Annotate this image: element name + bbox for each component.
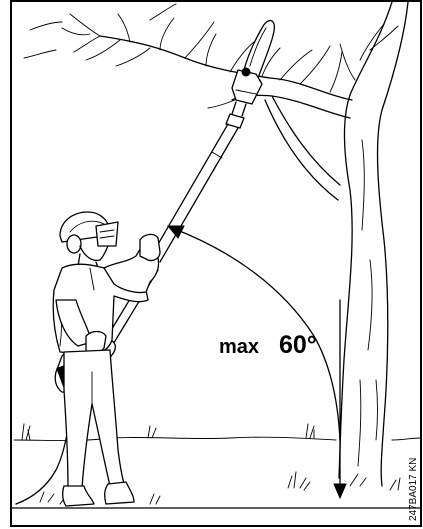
operator-legs <box>64 350 124 488</box>
operator-visor <box>96 222 118 246</box>
operator <box>53 212 160 506</box>
angle-indicator: max 60° <box>168 226 346 498</box>
operator-ear-protection <box>67 235 81 253</box>
angle-label-prefix: max <box>219 336 259 358</box>
operator-upper-hand <box>140 234 160 260</box>
saw-shaft-upper <box>232 102 246 116</box>
operator-face <box>80 246 108 260</box>
figure-code: 247BA017 KN <box>408 458 419 521</box>
operator-left-boot <box>63 486 94 506</box>
angle-label-value: 60° <box>279 331 317 359</box>
operator-right-boot <box>105 482 134 504</box>
svg-text:max 60°: max 60° <box>219 331 317 359</box>
tree-trunk-right-edge <box>378 2 408 486</box>
angle-arrow-lower <box>334 484 346 498</box>
saw-shaft <box>150 124 238 262</box>
